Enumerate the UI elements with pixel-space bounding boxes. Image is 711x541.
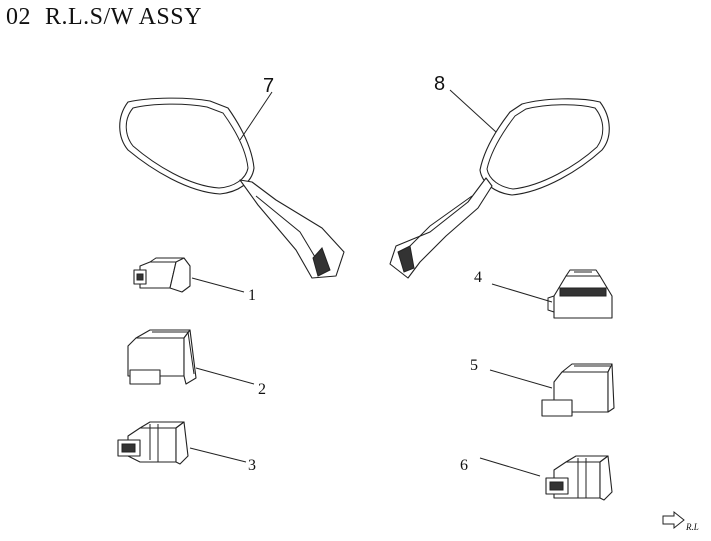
assembly-name: R.L.S/W ASSY	[45, 4, 202, 30]
switch-1	[133, 257, 191, 293]
page-number: 02	[6, 4, 31, 30]
callout-label-2: 2	[258, 381, 266, 398]
left-mirror	[119, 97, 345, 279]
callout-label-4: 4	[474, 269, 482, 286]
callout-label-8: 8	[434, 73, 445, 95]
callout-label-1: 1	[248, 287, 256, 304]
callout-6: 6	[460, 457, 541, 477]
right-mirror	[389, 98, 610, 279]
callout-label-5: 5	[470, 357, 478, 374]
switch-2	[127, 329, 197, 385]
callout-1: 1	[191, 277, 256, 304]
switch-5	[541, 363, 615, 417]
switch-4	[547, 269, 613, 319]
callout-label-7: 7	[263, 75, 274, 97]
callout-label-6: 6	[460, 457, 468, 474]
callout-7: 7	[239, 75, 274, 141]
callout-5: 5	[470, 357, 553, 389]
footer-mark: R.L	[685, 522, 699, 532]
page-title: 02 R.L.S/W ASSY	[6, 4, 202, 31]
callout-label-3: 3	[248, 457, 256, 474]
callout-3: 3	[189, 447, 256, 474]
switch-3	[117, 421, 189, 465]
switch-6	[545, 455, 613, 501]
page-turn-mark: R.L	[662, 510, 699, 532]
callout-4: 4	[474, 269, 553, 303]
callout-2: 2	[195, 367, 266, 398]
callout-8: 8	[434, 73, 497, 133]
arrow-icon	[662, 510, 685, 530]
